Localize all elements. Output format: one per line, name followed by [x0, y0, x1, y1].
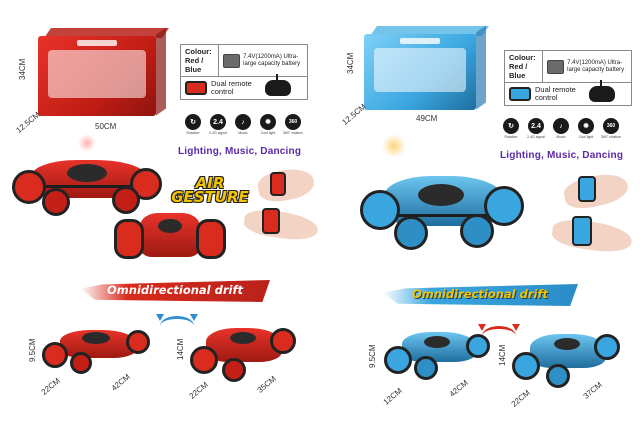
light-icon: ✹ — [260, 114, 276, 130]
drift-360-icon: 360 — [603, 118, 619, 134]
feature-rotate: ↻Rotation — [182, 114, 204, 135]
box-depth-dim: 12.5CM — [340, 102, 368, 127]
music-notes-effect — [78, 134, 96, 152]
box-window — [374, 48, 466, 92]
box-width-dim: 49CM — [416, 114, 438, 123]
box-depth-dim: 12.5CM — [14, 110, 42, 135]
feature-rotate: ↻Rotation — [500, 118, 522, 139]
wristband-lower — [572, 216, 592, 246]
drift-label: Omnidirectional drift — [107, 283, 243, 297]
controller-icon — [265, 74, 291, 96]
product-panel-blue: 34CM 12.5CM 49CM Colour: Red / Blue 7.4V… — [320, 0, 640, 426]
drift-car-2 — [188, 318, 298, 388]
signal-2.4ghz-icon: 2.4 — [528, 118, 544, 134]
drift-car-1 — [382, 318, 492, 384]
rotate-icon: ↻ — [503, 118, 519, 134]
drift-banner: Omnidirectional drift — [382, 284, 578, 306]
car2-height-dim: 14CM — [176, 338, 185, 360]
packaging-box — [38, 27, 170, 116]
car2-height-dim: 14CM — [498, 344, 507, 366]
wristband-upper — [270, 172, 286, 196]
swap-arrow-icon — [156, 314, 198, 336]
drift-banner: Omnidirectional drift — [80, 280, 270, 302]
car1-depth-dim: 22CM — [39, 376, 62, 397]
wristband-lower — [262, 208, 280, 234]
colour-label: Colour: Red / Blue — [181, 45, 220, 76]
car1-depth-dim: 12CM — [381, 386, 404, 407]
music-icon: ♪ — [235, 114, 251, 130]
car1-height-dim: 9.5CM — [368, 344, 377, 368]
box-width-dim: 50CM — [95, 122, 117, 131]
spec-card: Colour: Red / Blue 7.4V(1200mA) Ultra-la… — [504, 50, 632, 106]
hand-gesture-upper — [255, 165, 317, 205]
battery-icon — [223, 53, 241, 68]
light-icon: ✹ — [578, 118, 594, 134]
signal-2.4ghz-icon: 2.4 — [210, 114, 226, 130]
hand-gesture-upper — [561, 169, 631, 213]
packaging-box — [364, 25, 490, 110]
box-height-dim: 34CM — [346, 52, 355, 74]
tagline: Lighting, Music, Dancing — [500, 150, 624, 161]
product-panel-red: 34CM 12.5CM 50CM Colour: Red / Blue 7.4V… — [12, 27, 320, 401]
music-icon: ♪ — [553, 118, 569, 134]
stunt-car-main — [356, 150, 526, 260]
drift-360-icon: 360 — [285, 114, 301, 130]
drift-car-1 — [42, 316, 152, 376]
wristband-remote-icon — [185, 81, 207, 95]
box-height-dim: 34CM — [18, 58, 27, 80]
wristband-remote-icon — [509, 87, 531, 101]
stunt-car-main — [12, 140, 162, 220]
tagline: Lighting, Music, Dancing — [178, 146, 302, 157]
wristband-upper — [578, 176, 596, 202]
feature-music: ♪Music — [232, 114, 254, 135]
car1-height-dim: 9.5CM — [28, 338, 37, 362]
rotate-icon: ↻ — [185, 114, 201, 130]
music-notes-effect — [382, 134, 406, 158]
feature-light: ✹Cool light — [257, 114, 279, 135]
remote-label: Dual remote control — [211, 79, 252, 96]
hand-gesture-lower — [242, 206, 320, 244]
box-window — [48, 50, 146, 98]
air-gesture-title: AIR GESTURE — [171, 174, 249, 206]
spec-card: Colour: Red / Blue 7.4V(1200mA) Ultra-la… — [180, 44, 308, 100]
drift-label: Omnidirectional drift — [412, 287, 548, 301]
battery-text: 7.4V(1200mA) Ultra-large capacity batter… — [243, 53, 301, 67]
swap-arrow-icon — [478, 324, 520, 346]
feature-light: ✹Cool light — [575, 118, 597, 139]
remote-label: Dual remote control — [535, 85, 576, 102]
stunt-car-front — [110, 205, 230, 265]
battery-icon — [547, 59, 565, 74]
battery-text: 7.4V(1200mA) Ultra-large capacity batter… — [567, 59, 625, 73]
hand-gesture-lower — [550, 216, 634, 256]
controller-icon — [589, 80, 615, 102]
colour-label: Colour: Red / Blue — [505, 51, 544, 82]
drift-car-2 — [510, 322, 622, 394]
feature-music: ♪Music — [550, 118, 572, 139]
